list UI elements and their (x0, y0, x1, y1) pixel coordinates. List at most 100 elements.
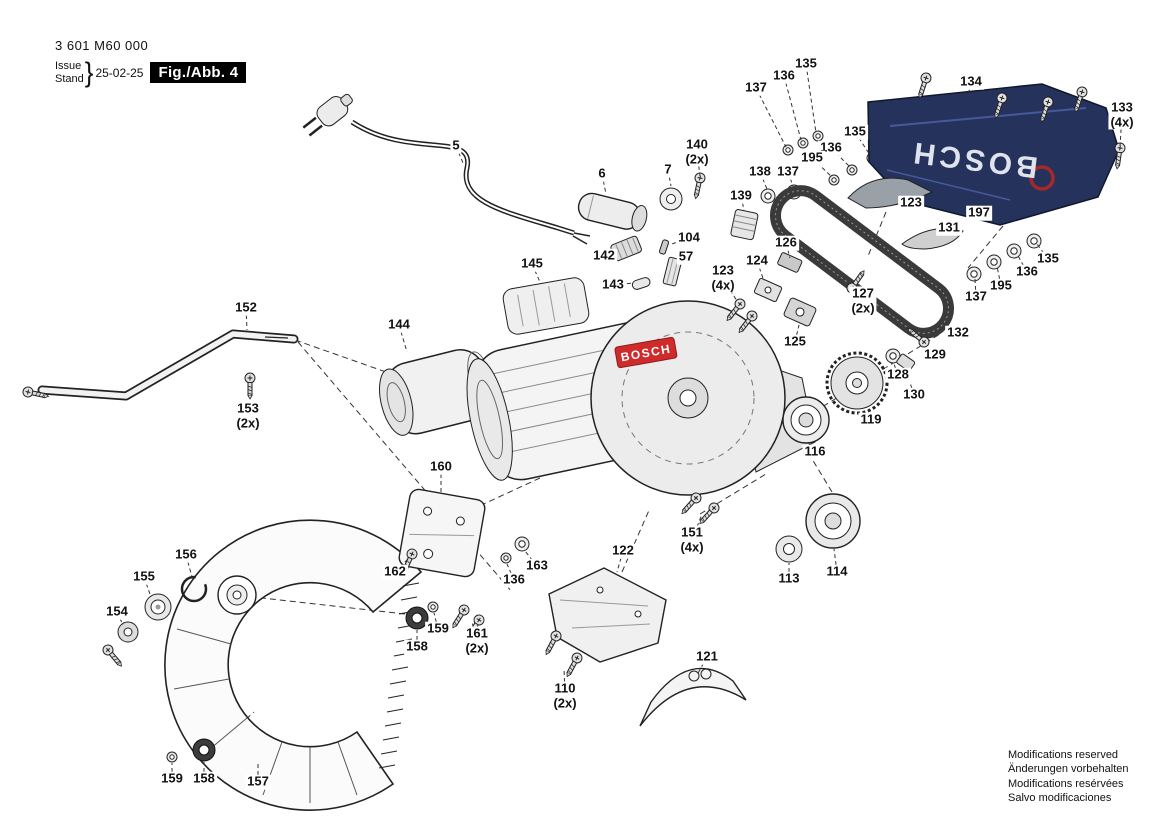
footer-line-3: Modifications resérvées (1008, 777, 1124, 790)
handle-clip (847, 177, 934, 209)
dust-chute (379, 349, 495, 436)
part-number: 3 601 M60 000 (55, 38, 149, 53)
modifications-note: Modifications reserved Änderungen vorbeh… (1008, 748, 1128, 805)
part-label-129: 129 (922, 346, 948, 363)
part-label-127: 127(2x) (849, 285, 877, 316)
gear-cluster (782, 324, 932, 444)
footer-line-1: Modifications reserved (1008, 749, 1119, 761)
part-label-195: 195 (988, 277, 1014, 294)
part-label-135: 135 (1035, 250, 1061, 267)
part-label-125: 125 (782, 333, 808, 350)
part-label-7: 7 (662, 161, 674, 178)
part-label-122: 122 (610, 542, 636, 559)
leader-line (398, 324, 408, 353)
part-label-153: 153(2x) (234, 400, 262, 431)
part-label-139: 139 (728, 187, 754, 204)
leader-line (691, 513, 703, 541)
title-block: 3 601 M60 000 Issue Stand } 25-02-25 Fig… (55, 38, 247, 88)
top-cover: BOSCH (867, 71, 1127, 226)
part-label-145: 145 (519, 255, 545, 272)
part-label-131: 131 (936, 219, 962, 236)
leader-line (830, 147, 851, 168)
part-label-163: 163 (524, 557, 550, 574)
part-label-134: 134 (958, 73, 984, 90)
motor-housing: BOSCH (466, 277, 816, 496)
part-label-144: 144 (386, 316, 412, 333)
leader-line (854, 131, 871, 156)
blade-flanges (677, 490, 861, 563)
part-label-151: 151(4x) (678, 524, 706, 555)
issue-label: Issue (55, 59, 82, 72)
part-label-116: 116 (802, 443, 828, 460)
figure-label: Fig./Abb. 4 (150, 62, 247, 83)
brace-glyph: } (84, 56, 94, 88)
part-label-104: 104 (676, 229, 702, 246)
part-label-154: 154 (104, 603, 130, 620)
part-label-158: 158 (404, 638, 430, 655)
part-label-135: 135 (842, 123, 868, 140)
part-label-136: 136 (771, 67, 797, 84)
part-label-159: 159 (425, 620, 451, 637)
part-label-158: 158 (191, 770, 217, 787)
part-label-132: 132 (945, 324, 971, 341)
small-top-parts (577, 171, 802, 290)
lower-blade-guard (164, 519, 423, 811)
part-label-128: 128 (885, 366, 911, 383)
mounting-plate (398, 488, 530, 578)
part-label-5: 5 (450, 137, 462, 154)
part-label-110: 110(2x) (551, 680, 579, 711)
part-label-137: 137 (775, 163, 801, 180)
leader-line (755, 87, 787, 148)
chip-deflector (541, 567, 667, 680)
footer-line-2: Änderungen vorbehalten (1008, 763, 1129, 776)
part-label-124: 124 (744, 252, 770, 269)
part-label-162: 162 (382, 563, 408, 580)
left-small-parts (100, 575, 487, 763)
issue-date: 25-02-25 (95, 65, 144, 80)
bracket-parts (722, 252, 869, 337)
part-label-152: 152 (233, 299, 259, 316)
part-label-156: 156 (173, 546, 199, 563)
power-cord (302, 93, 591, 245)
part-label-126: 126 (773, 234, 799, 251)
locking-rod (21, 329, 299, 402)
footer-line-4: Salvo modificaciones (1008, 791, 1112, 804)
part-label-197: 197 (966, 204, 992, 221)
stand-label: Stand (55, 72, 84, 85)
bosch-badge: BOSCH (614, 336, 678, 369)
leader-line (1119, 114, 1123, 147)
leader-line (722, 277, 738, 302)
part-label-130: 130 (901, 386, 927, 403)
leader-line (783, 75, 802, 141)
part-label-135: 135 (793, 55, 819, 72)
part-label-121: 121 (694, 648, 720, 665)
part-label-140: 140(2x) (683, 136, 711, 167)
part-label-123: 123(4x) (709, 262, 737, 293)
part-label-136: 136 (501, 571, 527, 588)
part-label-114: 114 (824, 563, 850, 580)
part-label-133: 133(4x) (1108, 99, 1136, 130)
part-label-160: 160 (428, 458, 454, 475)
part-label-161: 161(2x) (463, 625, 491, 656)
leader-line (805, 63, 817, 134)
part-label-137: 137 (963, 288, 989, 305)
part-label-6: 6 (596, 165, 608, 182)
part-label-57: 57 (676, 248, 696, 265)
part-label-155: 155 (131, 568, 157, 585)
leader-line (811, 157, 833, 178)
part-label-142: 142 (591, 247, 617, 264)
part-label-195: 195 (799, 149, 825, 166)
drive-belt (770, 185, 954, 339)
part-label-119: 119 (858, 411, 884, 428)
part-label-159: 159 (159, 770, 185, 787)
part-label-136: 136 (1014, 263, 1040, 280)
part-label-157: 157 (245, 773, 271, 790)
part-label-123: 123 (898, 194, 924, 211)
part-label-138: 138 (747, 163, 773, 180)
part-label-137: 137 (743, 79, 769, 96)
part-label-143: 143 (600, 276, 626, 293)
guard-segment (639, 667, 747, 727)
